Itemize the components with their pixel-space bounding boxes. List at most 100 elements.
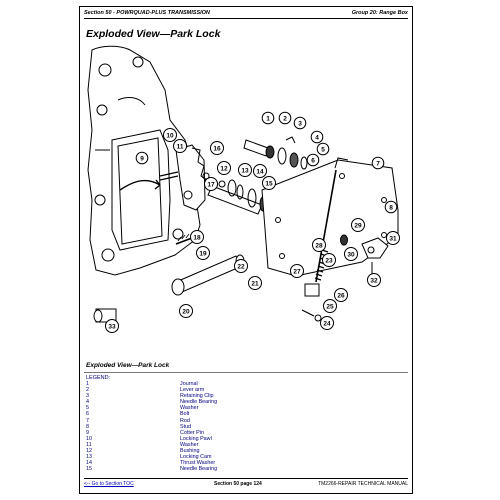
callout-17: 17 <box>204 177 218 191</box>
legend-item-number: 2 <box>86 387 89 394</box>
callout-number: 10 <box>166 132 174 139</box>
legend-item-number: 3 <box>86 393 89 400</box>
callout-number: 22 <box>237 263 245 270</box>
legend-item-description: Thrust Washer <box>180 460 216 467</box>
legend-item-number: 14 <box>86 460 92 467</box>
callout-number: 1 <box>266 115 270 122</box>
legend-item: 4 Needle Bearing <box>86 399 386 405</box>
callout-26: 26 <box>334 288 348 302</box>
legend-item: 9 Cotter Pin <box>86 430 386 436</box>
lock-lever-drawing <box>340 234 389 274</box>
callout-23: 23 <box>322 253 336 267</box>
callout-circle <box>204 177 218 191</box>
callout-13: 13 <box>238 163 252 177</box>
callout-circle <box>322 253 336 267</box>
callout-27: 27 <box>290 264 304 278</box>
header-section: Section 50 - POWRQUAD-PLUS TRANSMISSION <box>84 10 210 16</box>
legend-item-description: Cotter Pin <box>180 429 204 436</box>
footer-page-number: Section 50 page 124 <box>214 481 262 487</box>
callout-number: 31 <box>389 235 397 242</box>
callout-15: 15 <box>262 176 276 190</box>
legend-item-description: Washer <box>180 441 199 448</box>
callout-circle <box>261 111 275 125</box>
legend-rule <box>84 372 408 373</box>
callout-circle <box>367 273 381 287</box>
callout-6: 6 <box>306 153 320 167</box>
legend-item: 5 Washer <box>86 405 386 411</box>
callout-circle <box>253 164 267 178</box>
callout-19: 19 <box>196 246 210 260</box>
legend-item-description: Retaining Clip <box>180 393 214 400</box>
callout-circle <box>386 231 400 245</box>
legend-item-number: 13 <box>86 454 92 461</box>
callout-5: 5 <box>316 142 330 156</box>
callout-circle <box>163 128 177 142</box>
callout-29: 29 <box>351 218 365 232</box>
callout-circle <box>293 116 307 130</box>
callout-3: 3 <box>293 116 307 130</box>
callout-10: 10 <box>163 128 177 142</box>
callout-number: 15 <box>265 180 273 187</box>
callout-number: 8 <box>389 204 393 211</box>
callout-number: 5 <box>321 146 325 153</box>
header-group: Group 20: Range Box <box>351 10 408 16</box>
callout-number: 23 <box>325 257 333 264</box>
legend-item: 12 Bushing <box>86 448 386 454</box>
callout-circle <box>320 316 334 330</box>
callout-number: 9 <box>140 155 144 162</box>
page-frame <box>79 6 413 494</box>
callout-number: 24 <box>323 320 331 327</box>
callout-16: 16 <box>210 141 224 155</box>
legend-item-number: 8 <box>86 423 89 430</box>
footer-manual-name: TM2266-REPAIR TECHNICAL MANUAL <box>318 481 408 487</box>
legend-item-description: Needle Bearing <box>180 466 218 473</box>
legend-item-description: Bushing <box>180 448 200 455</box>
callout-number: 4 <box>315 134 319 141</box>
callout-30: 30 <box>344 247 358 261</box>
callout-7: 7 <box>371 156 385 170</box>
legend-item-number: 9 <box>86 429 89 436</box>
callout-33: 33 <box>105 319 119 333</box>
legend-item-number: 12 <box>86 448 92 455</box>
callout-number: 3 <box>298 120 302 127</box>
callout-number: 30 <box>347 251 355 258</box>
callout-circle <box>262 176 276 190</box>
legend-item-description: Needle Bearing <box>180 399 218 406</box>
callout-circle <box>190 230 204 244</box>
lower-parts-drawing <box>93 233 245 323</box>
back-to-toc-link[interactable]: <-- Go to Section TOC <box>84 481 134 487</box>
callout-number: 11 <box>177 143 184 150</box>
rod-spring-drawing <box>301 169 337 322</box>
callout-circle <box>351 218 365 232</box>
callout-circle <box>290 264 304 278</box>
legend-item-number: 10 <box>86 435 92 442</box>
callout-number: 6 <box>311 157 315 164</box>
callout-circle <box>179 304 193 318</box>
callout-circle <box>234 259 248 273</box>
legend-item: 14 Thrust Washer <box>86 460 386 466</box>
callout-circle <box>323 299 337 313</box>
callout-number: 27 <box>293 268 301 275</box>
legend-item-description: Washer <box>180 405 199 412</box>
callout-circle <box>344 247 358 261</box>
page-header: Section 50 - POWRQUAD-PLUS TRANSMISSION … <box>84 7 408 19</box>
callout-2: 2 <box>278 111 292 125</box>
legend-heading: LEGEND: <box>86 375 111 381</box>
callout-18: 18 <box>190 230 204 244</box>
callout-number: 33 <box>108 323 116 330</box>
legend-item-number: 4 <box>86 399 89 406</box>
callout-number: 2 <box>283 115 287 122</box>
callout-number: 25 <box>326 303 334 310</box>
legend-item-number: 5 <box>86 405 89 412</box>
callout-circle <box>210 141 224 155</box>
legend-item: 3 Retaining Clip <box>86 393 386 399</box>
legend-item-description: Journal <box>180 381 198 387</box>
